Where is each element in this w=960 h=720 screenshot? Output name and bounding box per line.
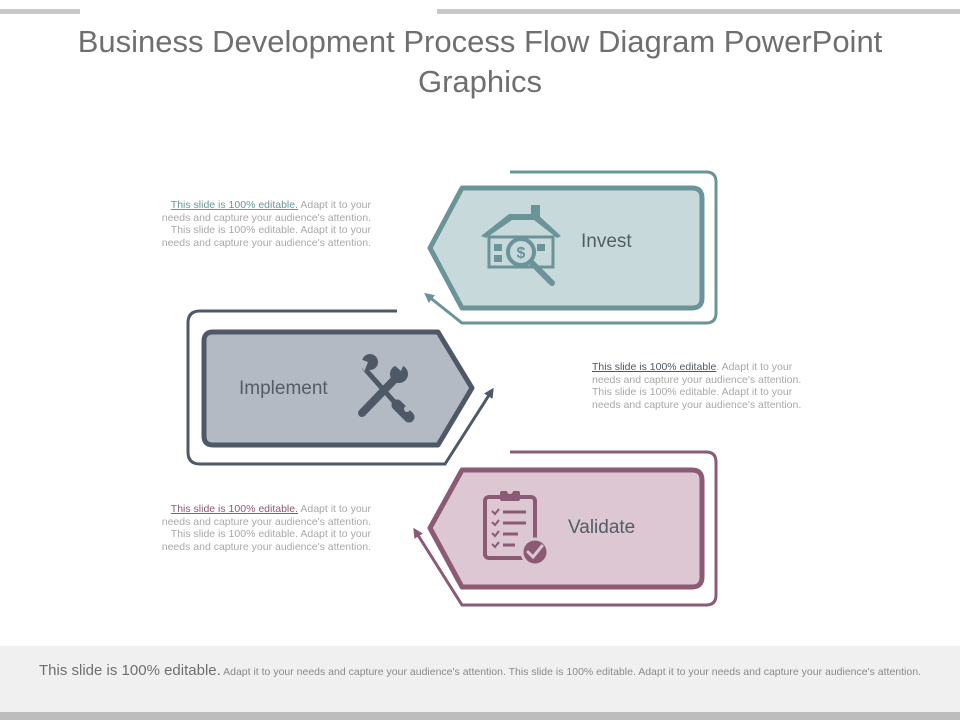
stage-implement [186, 309, 494, 466]
bottom-accent-bar [0, 712, 960, 720]
stage-label-validate: Validate [568, 517, 636, 538]
description-implement-lead: This slide is 100% editable [592, 361, 717, 373]
description-validate: This slide is 100% editable. Adapt it to… [141, 503, 371, 553]
invest-outer-frame [424, 170, 718, 325]
description-validate-lead: This slide is 100% editable. [170, 503, 299, 515]
stage-label-invest: Invest [581, 231, 632, 252]
description-invest-lead: This slide is 100% editable. [170, 199, 299, 211]
invest-shape [427, 185, 705, 311]
footer-body: Adapt it to your needs and capture your … [220, 666, 921, 678]
footer-band: This slide is 100% editable. Adapt it to… [0, 646, 960, 712]
top-accent-bar-left [0, 9, 80, 14]
wrench-screwdriver-icon [358, 354, 415, 423]
description-invest-body: Adapt it to your needs and capture your … [161, 199, 371, 249]
description-validate-body: Adapt it to your needs and capture your … [161, 503, 371, 553]
svg-text:$: $ [517, 245, 526, 262]
footer-lead: This slide is 100% editable. [39, 662, 221, 679]
description-invest: This slide is 100% editable. Adapt it to… [141, 199, 371, 249]
stage-invest: $ [424, 170, 718, 325]
implement-outer-frame [186, 309, 494, 466]
description-implement: This slide is 100% editable. Adapt it to… [592, 361, 822, 411]
page-title: Business Development Process Flow Diagra… [0, 22, 960, 102]
validate-shape [427, 467, 705, 590]
footer-text: This slide is 100% editable. Adapt it to… [30, 662, 930, 679]
top-accent-bar-right [437, 9, 960, 14]
description-implement-body: . Adapt it to your needs and capture you… [592, 361, 802, 411]
stage-validate [413, 450, 718, 607]
validate-outer-frame [413, 450, 718, 607]
clipboard-check-icon [483, 488, 550, 567]
stage-label-implement: Implement [239, 378, 328, 399]
house-dollar-search-icon: $ [481, 205, 561, 286]
page-title-line-2: Graphics [417, 64, 543, 99]
page-title-line-1: Business Development Process Flow Diagra… [77, 24, 883, 59]
